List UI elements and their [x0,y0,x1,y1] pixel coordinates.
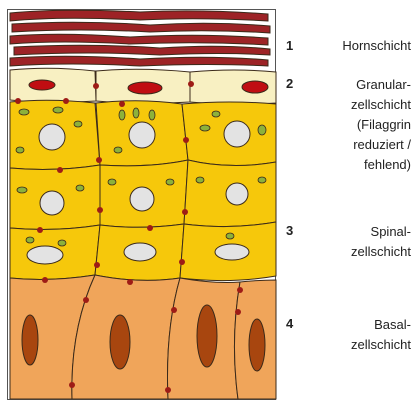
keratohyalin-granule [108,179,116,185]
granular-nucleus [128,82,162,94]
spinous-nucleus [224,121,250,147]
legend-label: Basal- zellschicht [302,315,411,355]
keratohyalin-granule [212,111,220,117]
keratohyalin-granule [19,109,29,115]
keratohyalin-granule [226,233,234,239]
keratohyalin-granule [17,187,27,193]
desmosome [183,137,189,143]
desmosome [127,279,133,285]
legend-number: 4 [286,315,302,355]
legend-label: Granular- zellschicht (Filaggrin reduzie… [302,75,411,175]
legend-number: 3 [286,222,302,262]
keratohyalin-granule [76,185,84,191]
desmosome [188,81,194,87]
keratohyalin-granule [58,240,66,246]
legend-number: 1 [286,37,302,55]
legend-number: 2 [286,75,302,175]
keratohyalin-granule [258,177,266,183]
spinous-nucleus [39,124,65,150]
desmosome [94,262,100,268]
desmosome [15,98,21,104]
desmosome [179,259,185,265]
keratohyalin-granule [74,121,82,127]
keratohyalin-granule [16,147,24,153]
basal-layer [10,275,276,399]
spinous-nucleus [27,246,63,264]
keratohyalin-granule [133,108,139,118]
desmosome [235,309,241,315]
spinous-layer [10,100,276,280]
keratohyalin-granule [119,110,125,120]
spinous-nucleus [215,244,249,260]
spinous-nucleus [226,183,248,205]
desmosome [83,297,89,303]
spinous-nucleus [40,191,64,215]
basal-nucleus [110,315,130,369]
desmosome [96,157,102,163]
legend-item-horn-layer: 1 Hornschicht [286,37,411,55]
spinous-nucleus [129,122,155,148]
keratohyalin-granule [149,110,155,120]
desmosome [57,167,63,173]
keratohyalin-granule [53,107,63,113]
granular-nucleus [242,81,268,93]
desmosome [37,227,43,233]
desmosome [237,287,243,293]
desmosome [119,101,125,107]
horn-cell [14,45,270,55]
spinous-nucleus [130,187,154,211]
basal-nucleus [22,315,38,365]
basal-nucleus [249,319,265,371]
desmosome [93,83,99,89]
basal-nucleus [197,305,217,367]
spinous-nucleus [124,243,156,261]
desmosome [165,387,171,393]
keratohyalin-granule [196,177,204,183]
legend-item-spinous-layer: 3 Spinal- zellschicht [286,222,411,262]
desmosome [42,277,48,283]
desmosome [97,207,103,213]
legend-item-granular-layer: 2 Granular- zellschicht (Filaggrin reduz… [286,75,411,175]
keratohyalin-granule [166,179,174,185]
desmosome [63,98,69,104]
keratohyalin-granule [26,237,34,243]
legend-label: Spinal- zellschicht [302,222,411,262]
granular-layer [10,68,276,104]
legend-item-basal-layer: 4 Basal- zellschicht [286,315,411,355]
keratohyalin-granule [200,125,210,131]
legend-label: Hornschicht [302,37,411,55]
desmosome [147,225,153,231]
keratohyalin-granule [114,147,122,153]
epidermis-diagram [0,0,285,401]
desmosome [182,209,188,215]
desmosome [69,382,75,388]
granular-nucleus [29,80,55,90]
desmosome [171,307,177,313]
keratohyalin-granule [258,125,266,135]
